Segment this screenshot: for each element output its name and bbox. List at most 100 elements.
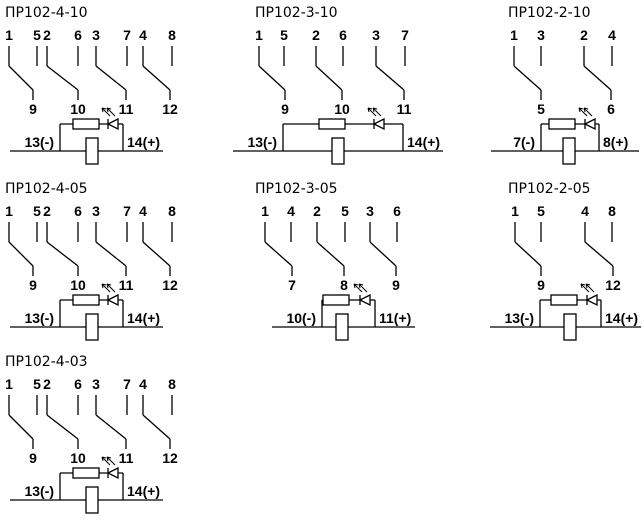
pin-label: 9 [281, 101, 289, 117]
pin-label: 2 [43, 27, 51, 43]
relay-coil [85, 486, 99, 514]
pin-label: 7 [401, 27, 409, 43]
pin-label: 12 [162, 277, 178, 293]
pin-label: 7 [288, 277, 296, 293]
pin-label: 3 [372, 27, 380, 43]
pin-label: 6 [393, 203, 401, 219]
pin-label: 9 [29, 101, 37, 117]
pin-label: 2 [312, 27, 320, 43]
switch-contact [514, 241, 542, 267]
pin-label: 4 [608, 27, 616, 43]
pin-label: 1 [511, 203, 519, 219]
coil-terminal-label: 7(-) [513, 134, 535, 150]
switch-contact [375, 65, 405, 91]
pin-label: 8 [608, 203, 616, 219]
switch-contact [95, 65, 127, 91]
relay-coil [335, 313, 349, 341]
resistor [548, 118, 576, 130]
diagram-title: ПР102-4-03 [5, 354, 88, 370]
coil-terminal-label: 13(-) [24, 483, 54, 499]
coil-terminal-label: 14(+) [127, 134, 160, 150]
led-diode-icon [372, 117, 385, 131]
relay-coil [562, 137, 576, 165]
led-diode-icon [106, 117, 119, 131]
pin-label: 2 [43, 376, 51, 392]
pin-label: 9 [392, 277, 400, 293]
pin-label: 8 [340, 277, 348, 293]
pin-label: 5 [33, 203, 41, 219]
pin-label: 9 [29, 277, 37, 293]
pin-label: 6 [74, 376, 82, 392]
led-diode-icon [106, 466, 119, 480]
pin-label: 9 [537, 277, 545, 293]
switch-contact [8, 414, 34, 440]
pin-label: 1 [5, 376, 13, 392]
switch-contact [316, 241, 345, 267]
pin-label: 12 [605, 277, 621, 293]
light-arrow-icon [583, 107, 593, 117]
led-diode-icon [583, 117, 596, 131]
coil-terminal-label: 13(-) [24, 134, 54, 150]
switch-contact [315, 65, 343, 91]
switch-contact [258, 65, 286, 91]
pin-label: 3 [92, 203, 100, 219]
switch-contact [95, 414, 127, 440]
pin-label: 4 [139, 27, 147, 43]
pin-label: 3 [92, 376, 100, 392]
coil-terminal-label: 14(+) [407, 134, 440, 150]
led-diode-icon [106, 293, 119, 307]
relay-coil [85, 313, 99, 341]
pin-label: 7 [123, 203, 131, 219]
pin-label: 4 [581, 203, 589, 219]
switch-contact [142, 414, 171, 440]
light-arrow-icon [106, 283, 116, 293]
pin-label: 2 [580, 27, 588, 43]
pin-label: 9 [29, 450, 37, 466]
pin-label: 10 [334, 101, 350, 117]
light-arrow-icon [101, 107, 111, 117]
light-arrow-icon [585, 283, 595, 293]
diagram-title: ПР102-2-05 [508, 181, 591, 197]
light-arrow-icon [580, 283, 590, 293]
coil-terminal-label: 14(+) [127, 310, 160, 326]
coil-terminal-label: 8(+) [603, 134, 628, 150]
coil-terminal-label: 14(+) [127, 483, 160, 499]
light-arrow-icon [106, 107, 116, 117]
switch-contact [8, 65, 34, 91]
pin-label: 12 [162, 101, 178, 117]
switch-contact [142, 241, 171, 267]
pin-label: 5 [33, 376, 41, 392]
pin-label: 1 [5, 203, 13, 219]
light-arrow-icon [106, 456, 116, 466]
light-arrow-icon [367, 107, 377, 117]
relay-coil [331, 137, 345, 165]
switch-contact [8, 241, 34, 267]
light-arrow-icon [372, 107, 382, 117]
pin-label: 2 [43, 203, 51, 219]
pin-label: 4 [139, 203, 147, 219]
relay-coil [563, 313, 577, 341]
coil-terminal-label: 13(-) [24, 310, 54, 326]
pin-label: 5 [537, 101, 545, 117]
pin-label: 10 [70, 450, 86, 466]
pin-label: 1 [261, 203, 269, 219]
pin-label: 11 [397, 101, 412, 117]
light-arrow-icon [101, 456, 111, 466]
resistor [72, 467, 100, 479]
pin-label: 10 [70, 101, 86, 117]
switch-contact [46, 65, 79, 91]
led-diode-icon [585, 293, 598, 307]
resistor [550, 294, 578, 306]
coil-terminal-label: 14(+) [605, 310, 638, 326]
light-arrow-icon [101, 283, 111, 293]
resistor [318, 118, 346, 130]
pin-label: 6 [339, 27, 347, 43]
pin-label: 11 [119, 450, 134, 466]
pin-label: 7 [123, 376, 131, 392]
switch-contact [95, 241, 127, 267]
